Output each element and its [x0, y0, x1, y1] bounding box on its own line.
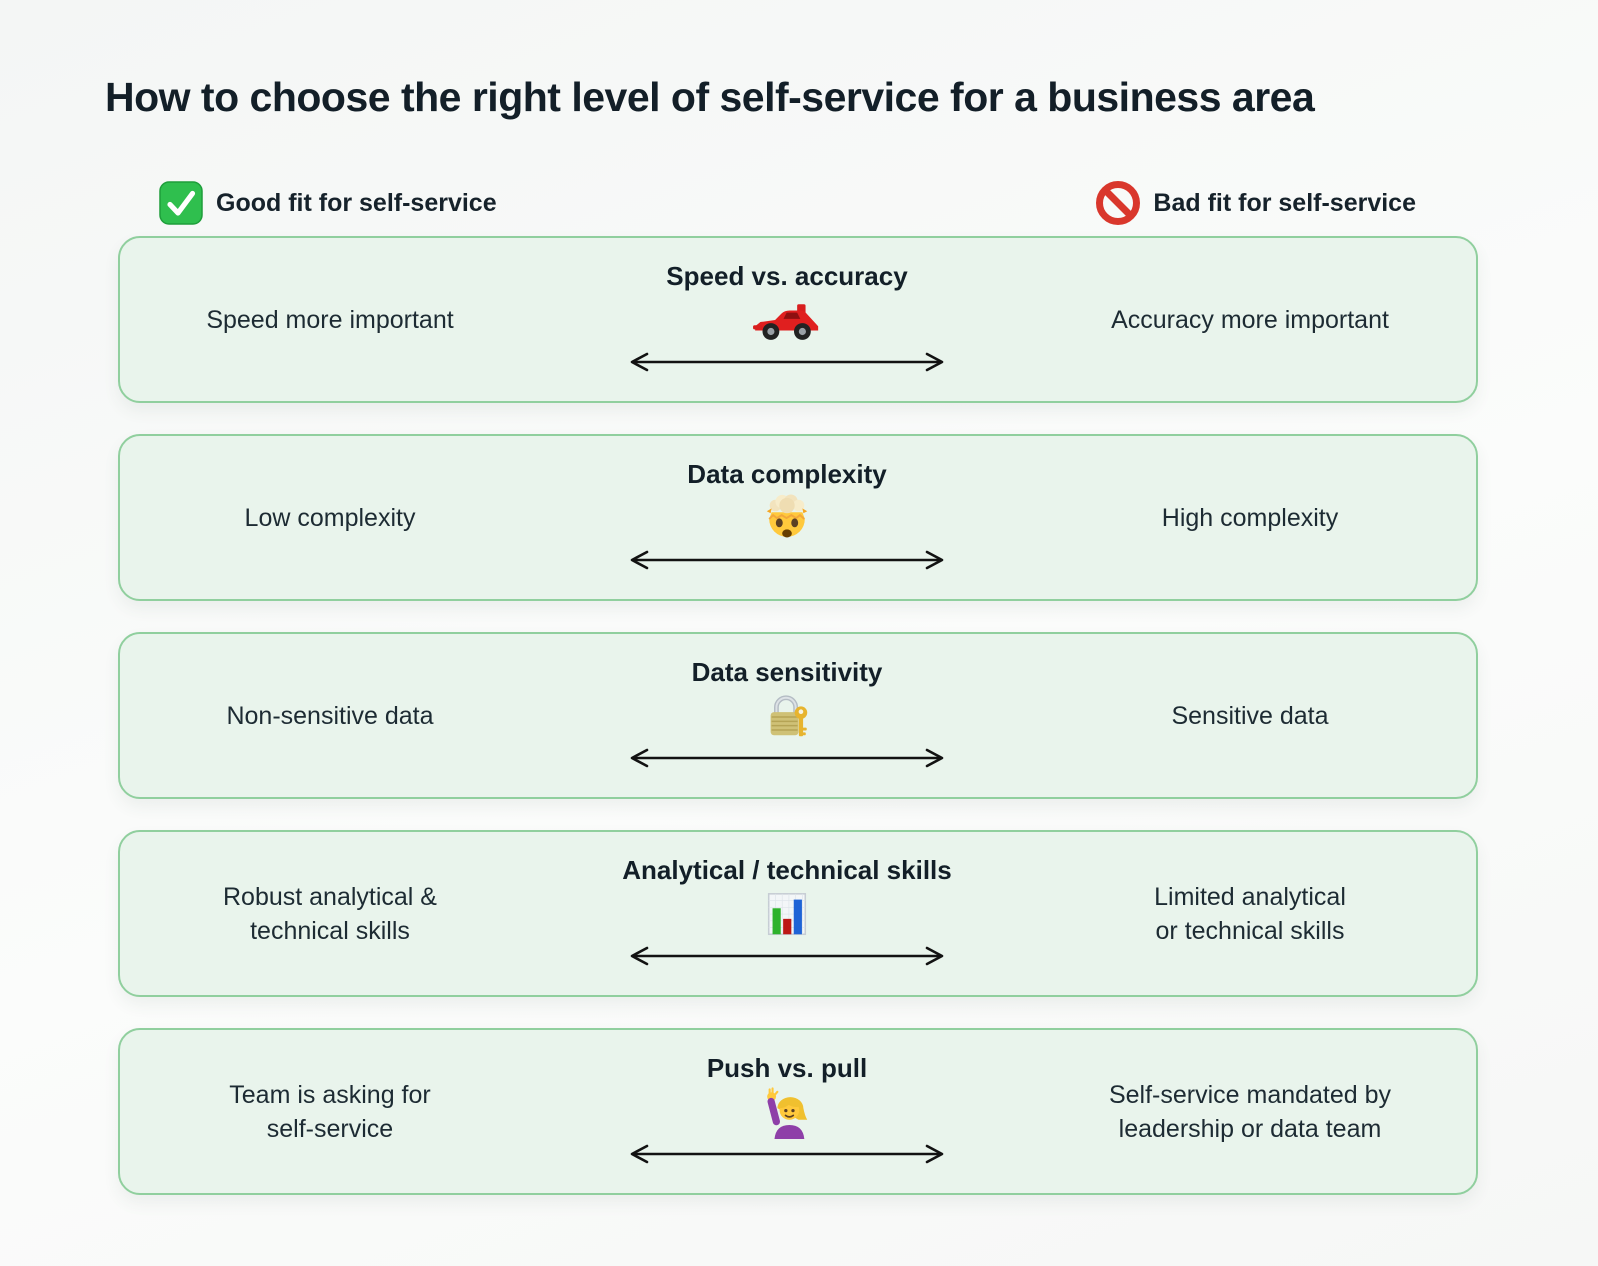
exploding-head-icon [761, 492, 813, 546]
good-fit-text: Team is asking for self-service [229, 1080, 431, 1143]
bad-fit-text: Sensitive data [1171, 701, 1329, 730]
good-fit-text: Low complexity [244, 503, 416, 532]
double-arrow-icon [630, 946, 944, 966]
bad-fit-text: Self-service mandated by leadership or d… [1108, 1080, 1392, 1143]
criterion-card: Non-sensitive data Data sensitivity Sens… [118, 632, 1478, 799]
check-mark-icon [158, 180, 204, 226]
good-fit-text: Speed more important [206, 305, 454, 334]
criterion-card: Low complexity Data complexity High comp… [118, 434, 1478, 601]
legend: Good fit for self-service Bad fit for se… [0, 178, 1598, 228]
double-arrow-icon [630, 748, 944, 768]
person-raising-hand-icon [761, 1086, 813, 1140]
bad-fit-text: Accuracy more important [1111, 305, 1389, 334]
criterion-title: Speed vs. accuracy [666, 261, 908, 291]
criterion-title: Push vs. pull [706, 1053, 868, 1083]
criterion-title: Data sensitivity [691, 657, 883, 687]
criteria-card-list: Speed more important Speed vs. accuracy … [118, 236, 1478, 1226]
criterion-center: Analytical / technical skills [510, 832, 1064, 995]
racing-car-icon [752, 294, 821, 348]
page-title: How to choose the right level of self-se… [105, 74, 1315, 120]
good-fit-text: Non-sensitive data [226, 701, 434, 730]
double-arrow-icon [630, 352, 944, 372]
bad-fit-text: High complexity [1161, 503, 1339, 532]
criterion-center: Data sensitivity [510, 634, 1064, 797]
criterion-title: Data complexity [687, 459, 887, 489]
criterion-card: Speed more important Speed vs. accuracy … [118, 236, 1478, 403]
criterion-center: Speed vs. accuracy [510, 238, 1064, 401]
double-arrow-icon [630, 550, 944, 570]
criterion-title: Analytical / technical skills [622, 855, 952, 885]
criterion-card: Robust analytical & technical skills Ana… [118, 830, 1478, 997]
criterion-center: Data complexity [510, 436, 1064, 599]
criterion-center: Push vs. pull [510, 1030, 1064, 1193]
bad-fit-text: Limited analytical or technical skills [1154, 882, 1346, 945]
bar-chart-icon [761, 888, 813, 942]
double-arrow-icon [630, 1144, 944, 1164]
legend-bad-label: Bad fit for self-service [1153, 188, 1416, 217]
criterion-card: Team is asking for self-service Push vs.… [118, 1028, 1478, 1195]
locked-with-key-icon [761, 690, 813, 744]
legend-item-bad-fit: Bad fit for self-service [1095, 180, 1416, 226]
good-fit-text: Robust analytical & technical skills [222, 882, 437, 945]
legend-item-good-fit: Good fit for self-service [158, 180, 497, 226]
legend-good-label: Good fit for self-service [216, 188, 497, 217]
prohibited-icon [1095, 180, 1141, 226]
